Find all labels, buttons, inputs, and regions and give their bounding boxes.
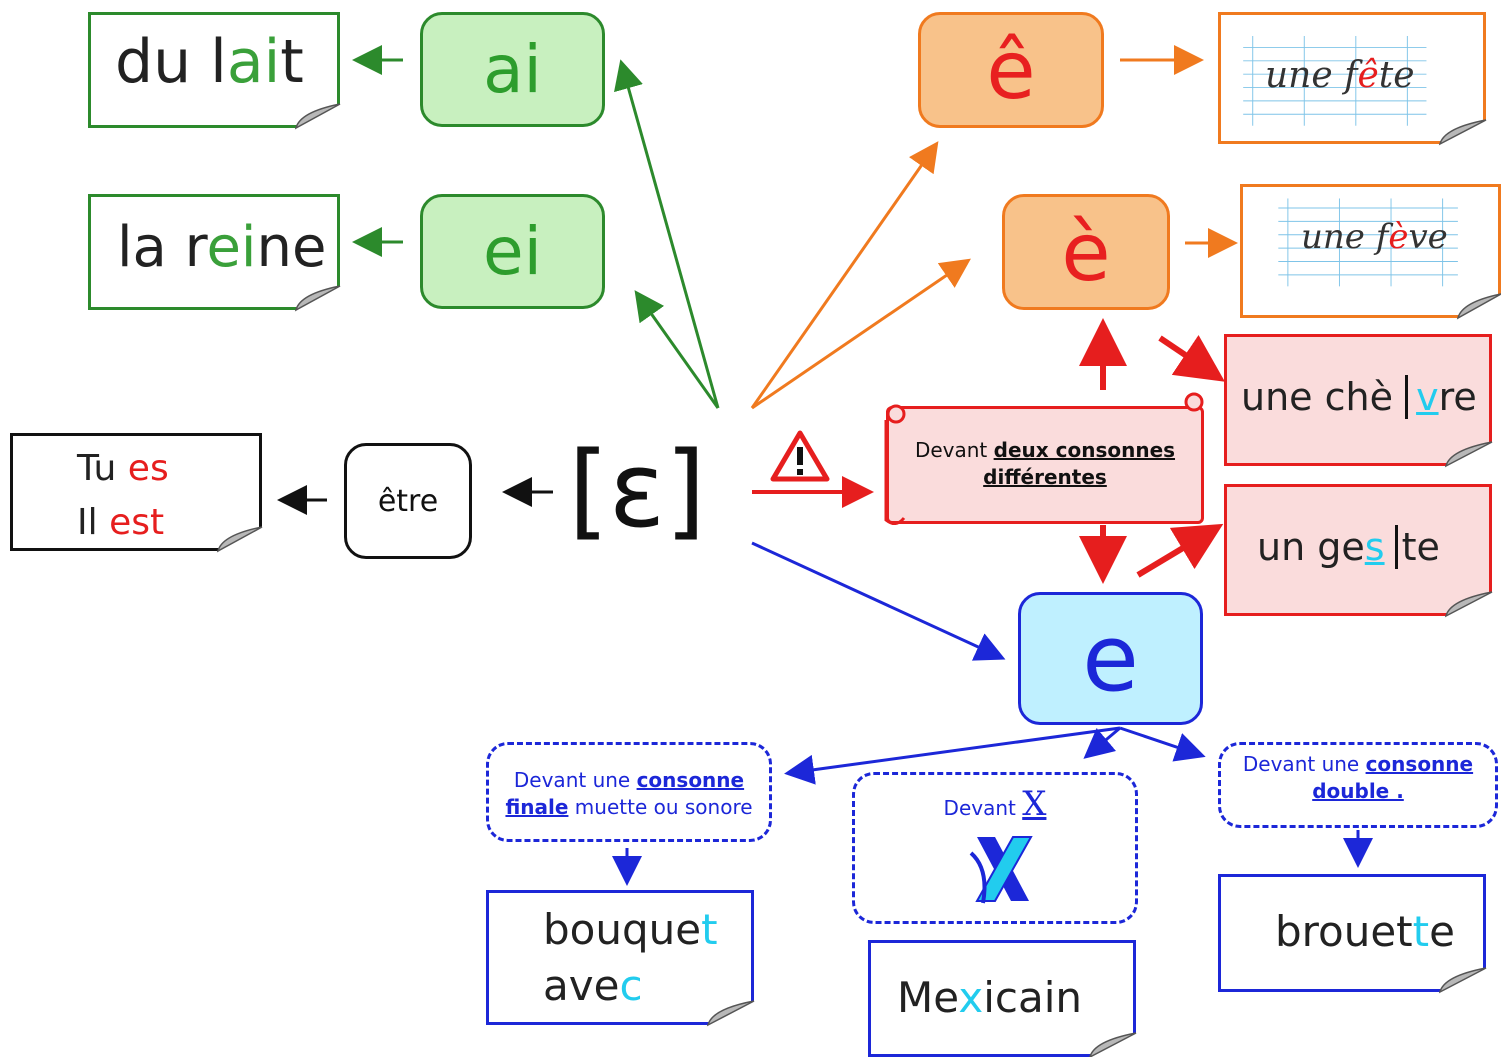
grapheme-ei-label: ei	[483, 213, 542, 290]
rule-keyword: double .	[1312, 779, 1404, 803]
rule-keyword: consonne	[1365, 752, 1474, 776]
rule-consonne-finale-line1: Devant une consonne	[489, 767, 769, 794]
rule-consonne-finale: Devant une consonne finale muette ou son…	[486, 742, 772, 842]
example-bouquet: bouquet avec	[486, 890, 754, 1025]
rule-deux-consonnes-line2: différentes	[889, 464, 1201, 491]
rule-keyword: différentes	[983, 465, 1107, 489]
rule-text: Devant	[943, 796, 1023, 820]
x-letter-icon	[969, 831, 1037, 907]
word-highlight: est	[109, 502, 165, 543]
grapheme-ei[interactable]: ei	[420, 194, 605, 309]
example-tu-es-line1: Tu es	[77, 448, 169, 489]
example-brouette-word: brouette	[1275, 907, 1455, 956]
word-highlight: ai	[226, 27, 281, 97]
word-part: une f	[1301, 217, 1389, 257]
ruled-paper	[1243, 36, 1427, 126]
word-part: ve	[1408, 217, 1448, 257]
grapheme-e-grave-label: è	[1061, 205, 1111, 299]
rule-deux-consonnes: Devant deux consonnes différentes	[886, 406, 1204, 524]
example-mexicain-word: Mexicain	[897, 973, 1082, 1022]
rule-consonne-double-line2: double .	[1221, 778, 1495, 805]
rule-keyword: finale	[505, 795, 569, 819]
rule-devant-x-line: Devant X	[855, 787, 1135, 822]
word-highlight: ê	[1357, 55, 1379, 96]
word-part: une f	[1265, 55, 1358, 96]
example-la-reine: la reine	[88, 194, 340, 310]
grapheme-etre-label: être	[377, 483, 439, 519]
word-part: te	[1394, 525, 1440, 569]
warning-icon	[770, 430, 830, 482]
rule-text: Devant une	[1242, 752, 1366, 776]
example-une-fete-word: une fête	[1265, 55, 1415, 96]
word-highlight: es	[127, 448, 169, 489]
word-highlight: s	[1364, 525, 1385, 569]
word-highlight: v	[1416, 375, 1439, 419]
word-part: bouque	[543, 905, 702, 954]
rule-text: muette ou sonore	[568, 795, 753, 819]
example-du-lait-word: du lait	[115, 27, 304, 97]
word-highlight: t	[1412, 907, 1430, 956]
rule-devant-x: Devant X	[852, 772, 1138, 924]
word-highlight: x	[958, 973, 984, 1022]
grapheme-e-circumflex[interactable]: ê	[918, 12, 1104, 128]
word-part: Il	[77, 502, 110, 543]
word-part: t	[280, 27, 304, 97]
rule-text: Devant	[914, 438, 994, 462]
word-part: e	[1429, 907, 1455, 956]
rule-deux-consonnes-line1: Devant deux consonnes	[889, 437, 1201, 464]
word-part: une chè	[1241, 375, 1406, 419]
word-part: Tu	[77, 448, 128, 489]
rule-letter: X	[1022, 784, 1047, 824]
example-bouquet-line2: avec	[543, 961, 643, 1010]
rule-consonne-double-line1: Devant une consonne	[1221, 751, 1495, 778]
grapheme-etre[interactable]: être	[344, 443, 472, 559]
rule-keyword: deux consonnes	[993, 438, 1176, 462]
word-part: re	[1438, 375, 1477, 419]
word-highlight: è	[1388, 217, 1409, 257]
example-du-lait: du lait	[88, 12, 340, 128]
grapheme-e-label: e	[1082, 605, 1139, 712]
example-une-feve-word: une fève	[1301, 217, 1448, 257]
word-part: ave	[543, 961, 620, 1010]
rule-consonne-finale-line2: finale muette ou sonore	[489, 794, 769, 821]
example-une-fete: une fête	[1218, 12, 1486, 144]
word-part: ne	[256, 215, 327, 280]
grapheme-ai[interactable]: ai	[420, 12, 605, 127]
word-highlight: ei	[206, 215, 257, 280]
word-part: un ge	[1257, 525, 1365, 569]
example-tu-es: Tu es Il est	[10, 433, 262, 551]
word-part: du l	[115, 27, 227, 97]
example-brouette: brouette	[1218, 874, 1486, 992]
phoneme-text: [ɛ]	[568, 429, 706, 551]
word-part: Me	[897, 973, 959, 1022]
word-highlight: c	[619, 961, 643, 1010]
rule-consonne-double: Devant une consonne double .	[1218, 742, 1498, 828]
word-part: brouet	[1275, 907, 1413, 956]
grapheme-e-circumflex-label: ê	[986, 23, 1036, 117]
grapheme-e-grave[interactable]: è	[1002, 194, 1170, 310]
example-mexicain: Mexicain	[868, 940, 1136, 1057]
phoneme-symbol: [ɛ]	[568, 420, 705, 560]
example-une-chevre-word: une chè vre	[1241, 375, 1477, 419]
word-part: la r	[117, 215, 207, 280]
example-tu-es-line2: Il est	[77, 502, 164, 543]
word-highlight: t	[701, 905, 718, 954]
word-part: icain	[983, 973, 1082, 1022]
example-une-chevre: une chè vre	[1224, 334, 1492, 466]
rule-keyword: consonne	[636, 768, 745, 792]
grapheme-ai-label: ai	[483, 31, 542, 108]
example-une-feve: une fève	[1240, 184, 1501, 318]
grapheme-e[interactable]: e	[1018, 592, 1203, 725]
example-bouquet-line1: bouquet	[543, 905, 718, 954]
ruled-paper	[1278, 198, 1458, 287]
word-part: te	[1378, 55, 1415, 96]
rule-text: Devant une	[513, 768, 637, 792]
example-la-reine-word: la reine	[117, 215, 326, 280]
